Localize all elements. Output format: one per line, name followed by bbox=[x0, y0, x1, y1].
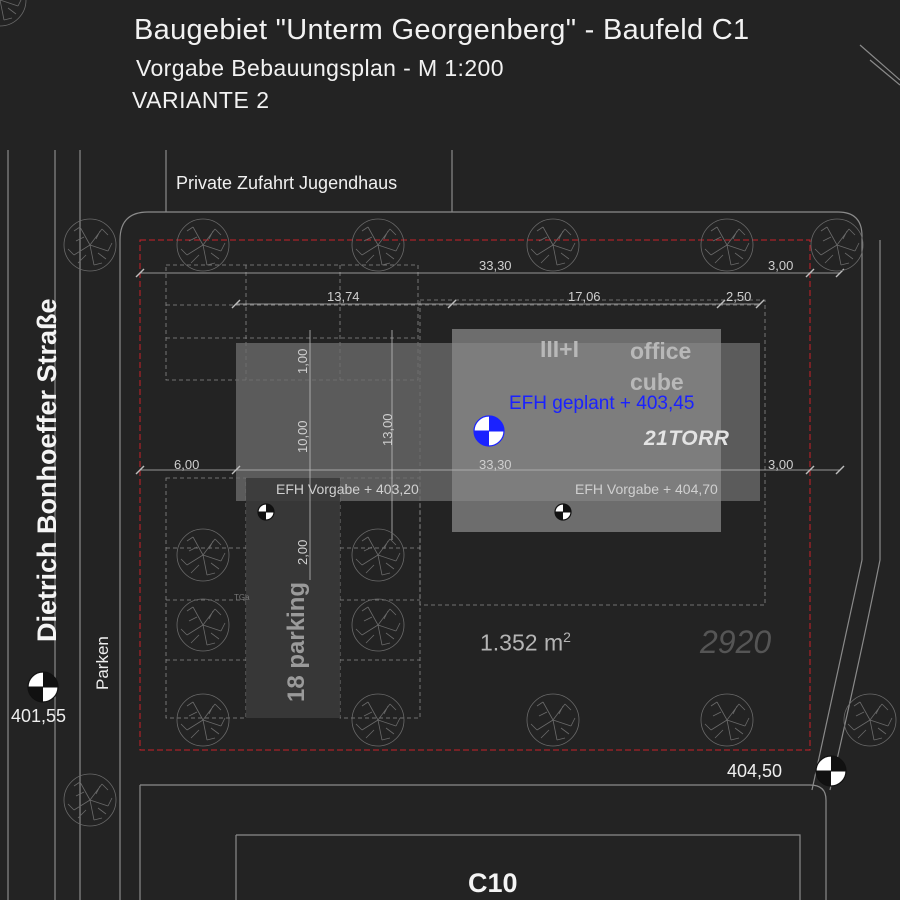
dimension-lines bbox=[135, 268, 845, 580]
tree-symbol bbox=[526, 693, 580, 747]
efh-spec-left-label: EFH Vorgabe + 403,20 bbox=[276, 481, 419, 497]
dim-v-2: 2,00 bbox=[295, 539, 310, 565]
dim-mid-total: 33,30 bbox=[479, 457, 512, 472]
tree-symbol bbox=[700, 218, 754, 272]
plan-subtitle: Vorgabe Bebauungsplan - M 1:200 bbox=[136, 55, 504, 81]
dim-v-1: 1,00 bbox=[295, 348, 310, 374]
plot-number-label: 2920 bbox=[700, 624, 772, 660]
tree-symbol bbox=[843, 693, 897, 747]
tree-symbol bbox=[176, 528, 230, 582]
dim-seg-left: 13,74 bbox=[327, 289, 360, 304]
office-cube-label: office cube bbox=[630, 338, 692, 395]
tree-symbol bbox=[351, 528, 405, 582]
dim-top-right-setback: 3,00 bbox=[768, 258, 794, 273]
tree-symbols bbox=[0, 0, 27, 27]
dim-seg-mid: 17,06 bbox=[568, 289, 601, 304]
brand-label: 21TORR bbox=[644, 427, 730, 450]
floors-label: III+I bbox=[540, 336, 579, 362]
efh-planned-label: EFH geplant + 403,45 bbox=[509, 393, 695, 414]
plan-title: Baugebiet "Unterm Georgenberg" - Baufeld… bbox=[134, 14, 750, 46]
dim-v-10: 10,00 bbox=[295, 420, 310, 453]
tree-symbol bbox=[176, 218, 230, 272]
tree-symbol bbox=[63, 218, 117, 272]
tree-symbol bbox=[700, 693, 754, 747]
access-road-label: Private Zufahrt Jugendhaus bbox=[176, 173, 398, 193]
area-value: 1.352 m bbox=[480, 629, 564, 656]
plot-boundary bbox=[139, 239, 811, 751]
tree-symbol bbox=[176, 598, 230, 652]
elevation-markers bbox=[27, 415, 847, 787]
tree-symbol bbox=[351, 598, 405, 652]
dim-mid-right-setback: 3,00 bbox=[768, 457, 794, 472]
dim-v-13: 13,00 bbox=[380, 413, 395, 446]
area-unit-exponent: 2 bbox=[563, 629, 571, 645]
street-label: Dietrich Bonhoeffer Straße bbox=[32, 298, 62, 642]
dim-seg-right: 2,50 bbox=[726, 289, 752, 304]
elevation-right-label: 404,50 bbox=[727, 761, 783, 781]
tree-symbol bbox=[526, 218, 580, 272]
tree-symbol bbox=[351, 693, 405, 747]
tree-symbol bbox=[63, 773, 117, 827]
dim-left-setback: 6,00 bbox=[174, 457, 200, 472]
efh-spec-right-label: EFH Vorgabe + 404,70 bbox=[575, 481, 718, 497]
efh-spec-right-marker bbox=[554, 503, 572, 521]
elevation-left-marker bbox=[27, 671, 59, 703]
area-label: 1.352 m2 bbox=[480, 629, 571, 657]
plan-variant: VARIANTE 2 bbox=[132, 87, 270, 113]
parking-count-label: 18 parking bbox=[283, 581, 310, 702]
road-outlines bbox=[7, 44, 900, 900]
tree-symbol bbox=[351, 218, 405, 272]
tree-symbol bbox=[176, 693, 230, 747]
efh-spec-left-marker bbox=[257, 503, 275, 521]
elevation-left-label: 401,55 bbox=[11, 706, 67, 726]
parken-label: Parken bbox=[93, 636, 112, 690]
tga-label: TGa bbox=[234, 593, 250, 602]
tree-symbol bbox=[810, 218, 864, 272]
elevation-right-marker bbox=[815, 755, 847, 787]
neighbour-field-label: C10 bbox=[468, 868, 518, 898]
dim-top-total: 33,30 bbox=[479, 258, 512, 273]
efh-planned-marker bbox=[473, 415, 505, 447]
